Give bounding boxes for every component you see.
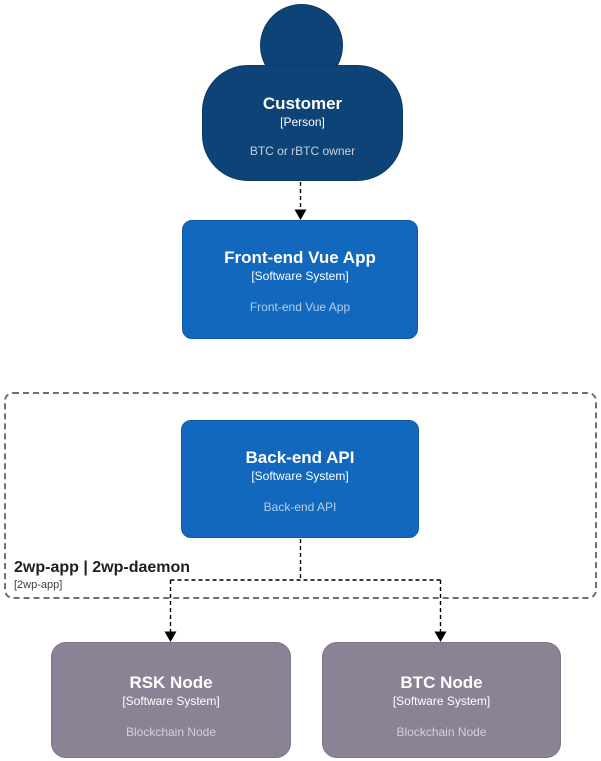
- node-customer-type: [Person]: [280, 115, 325, 130]
- node-customer-description: BTC or rBTC owner: [249, 143, 356, 158]
- node-backend-api: Back-end API [Software System] Back-end …: [181, 420, 419, 538]
- arrowhead-frontend: [294, 209, 307, 220]
- node-rsk-description: Blockchain Node: [125, 724, 217, 739]
- node-rsk-type: [Software System]: [122, 694, 220, 709]
- node-frontend-description: Front-end Vue App: [249, 299, 351, 314]
- boundary-label: 2wp-app | 2wp-daemon [2wp-app]: [14, 559, 190, 592]
- node-backend-description: Back-end API: [263, 499, 337, 514]
- node-btc-description: Blockchain Node: [396, 724, 487, 739]
- boundary-title: 2wp-app | 2wp-daemon: [14, 558, 191, 576]
- arrowhead-btc: [434, 631, 447, 642]
- node-btc: BTC Node [Software System] Blockchain No…: [322, 642, 561, 758]
- node-frontend-title: Front-end Vue App: [224, 248, 376, 267]
- node-frontend-vue-app: Front-end Vue App [Software System] Fron…: [182, 220, 418, 339]
- node-customer: Customer [Person] BTC or rBTC owner: [202, 65, 403, 181]
- node-rsk-title: RSK Node: [129, 673, 213, 692]
- node-customer-title: Customer: [262, 94, 343, 113]
- node-backend-type: [Software System]: [251, 469, 349, 484]
- node-frontend-type: [Software System]: [251, 269, 349, 284]
- node-btc-title: BTC Node: [400, 673, 483, 692]
- node-btc-type: [Software System]: [392, 694, 491, 709]
- node-backend-title: Back-end API: [245, 448, 355, 467]
- node-rsk: RSK Node [Software System] Blockchain No…: [51, 642, 291, 758]
- arrowhead-rsk: [164, 631, 177, 642]
- boundary-type: [2wp-app]: [14, 579, 63, 592]
